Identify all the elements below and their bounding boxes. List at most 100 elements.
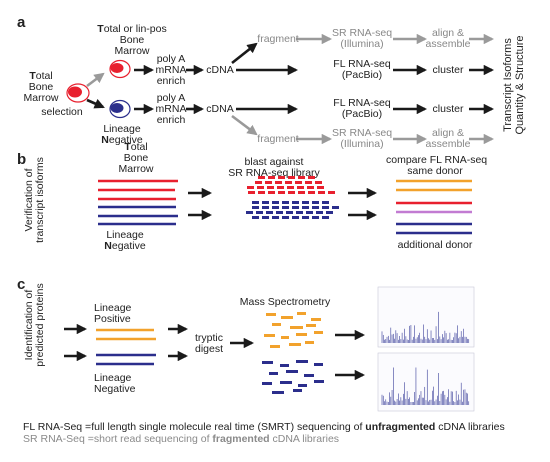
- short-read-blue: [326, 211, 333, 214]
- panel-b-short-reads: [246, 176, 339, 219]
- peptide-navy: [304, 374, 314, 377]
- short-read-blue: [252, 206, 259, 209]
- peptide-navy: [286, 370, 298, 373]
- peptide-navy: [280, 381, 292, 384]
- panel-b-arrows: [188, 187, 378, 221]
- cluster-top: cluster: [432, 64, 464, 76]
- short-read-red: [285, 181, 292, 184]
- short-read-blue: [252, 216, 259, 219]
- footnote-fl: FL RNA-Seq =full length single molecule …: [23, 421, 505, 433]
- short-read-red: [308, 176, 315, 179]
- short-read-red: [315, 181, 322, 184]
- short-read-red: [267, 186, 274, 189]
- peptide-navy: [298, 384, 307, 387]
- panel-c-lin-pos-lines: [96, 328, 156, 341]
- short-read-blue: [312, 201, 319, 204]
- peptide-orange: [281, 336, 289, 339]
- peptide-orange: [272, 323, 281, 326]
- short-read-blue: [266, 211, 273, 214]
- peptide-navy: [314, 380, 324, 383]
- panel-b-blue-reads: [98, 205, 178, 226]
- panel-b-bottom-pop: Lineage Negative: [104, 229, 146, 252]
- short-read-blue: [286, 211, 293, 214]
- short-read-red: [257, 186, 264, 189]
- panel-c-lin-neg-lines: [96, 353, 156, 366]
- fragment-top: fragment: [257, 33, 299, 45]
- short-read-red: [255, 181, 262, 184]
- short-read-red: [278, 176, 285, 179]
- short-read-blue: [262, 206, 269, 209]
- peptide-orange: [305, 341, 314, 344]
- short-read-blue: [302, 216, 309, 219]
- short-read-blue: [282, 201, 289, 204]
- short-read-blue: [302, 201, 309, 204]
- short-read-red: [308, 191, 315, 194]
- short-read-red: [268, 191, 275, 194]
- short-read-blue: [252, 201, 259, 204]
- mass-spectrum-bottom: [377, 352, 475, 412]
- cluster-bottom: cluster: [432, 103, 464, 115]
- panel-c-label: c: [17, 276, 26, 293]
- short-read-blue: [312, 206, 319, 209]
- panel-b-red-reads: [98, 179, 178, 201]
- short-read-blue: [256, 211, 263, 214]
- short-read-red: [297, 186, 304, 189]
- short-read-red: [247, 186, 254, 189]
- selection-label: selection: [41, 106, 83, 118]
- short-read-blue: [292, 201, 299, 204]
- peptide-navy: [272, 391, 284, 394]
- peptide-navy: [314, 363, 323, 366]
- top-pop-label: Total or lin-pos Bone Marrow: [97, 23, 167, 57]
- short-read-red: [295, 181, 302, 184]
- short-read-blue: [322, 201, 329, 204]
- short-read-red: [278, 191, 285, 194]
- short-read-red: [307, 186, 314, 189]
- panel-b-compare-lines: [396, 179, 472, 235]
- short-read-blue: [272, 206, 279, 209]
- short-read-red: [317, 186, 324, 189]
- peptide-navy: [262, 361, 273, 364]
- short-read-red: [298, 176, 305, 179]
- short-read-blue: [246, 211, 253, 214]
- fl-seq-top: FL RNA-seq(PacBio): [333, 58, 391, 81]
- short-read-blue: [262, 216, 269, 219]
- total-bm-label: Total Bone Marrow: [23, 70, 59, 104]
- short-read-blue: [332, 206, 339, 209]
- short-read-blue: [292, 206, 299, 209]
- footnote-sr: SR RNA-Seq =short read sequencing of fra…: [23, 433, 340, 445]
- peptide-orange: [296, 333, 307, 336]
- mass-spec-label: Mass Spectrometry: [239, 296, 331, 308]
- peptide-orange: [290, 326, 303, 329]
- short-read-red: [288, 176, 295, 179]
- peptide-orange: [281, 316, 293, 319]
- short-read-blue: [292, 216, 299, 219]
- peptide-orange: [270, 345, 280, 348]
- short-read-blue: [316, 211, 323, 214]
- short-read-red: [258, 176, 265, 179]
- peptide-navy: [296, 360, 308, 363]
- short-read-red: [287, 186, 294, 189]
- peptide-orange: [266, 313, 276, 316]
- short-read-red: [268, 176, 275, 179]
- additional-donor-label: additional donor: [397, 239, 473, 251]
- align-assemble-bottom: align &assemble: [425, 127, 471, 150]
- peptide-orange: [311, 318, 321, 321]
- short-read-red: [248, 191, 255, 194]
- peptide-navy: [262, 382, 272, 385]
- short-read-red: [288, 191, 295, 194]
- short-read-red: [275, 181, 282, 184]
- panel-c-peptides: [262, 312, 324, 394]
- peptide-navy: [293, 389, 302, 392]
- sr-seq-bottom: SR RNA-seq(Illumina): [331, 127, 393, 150]
- short-read-blue: [282, 206, 289, 209]
- cdna-bottom: cDNA: [206, 103, 234, 115]
- panel-a-label: a: [17, 14, 26, 31]
